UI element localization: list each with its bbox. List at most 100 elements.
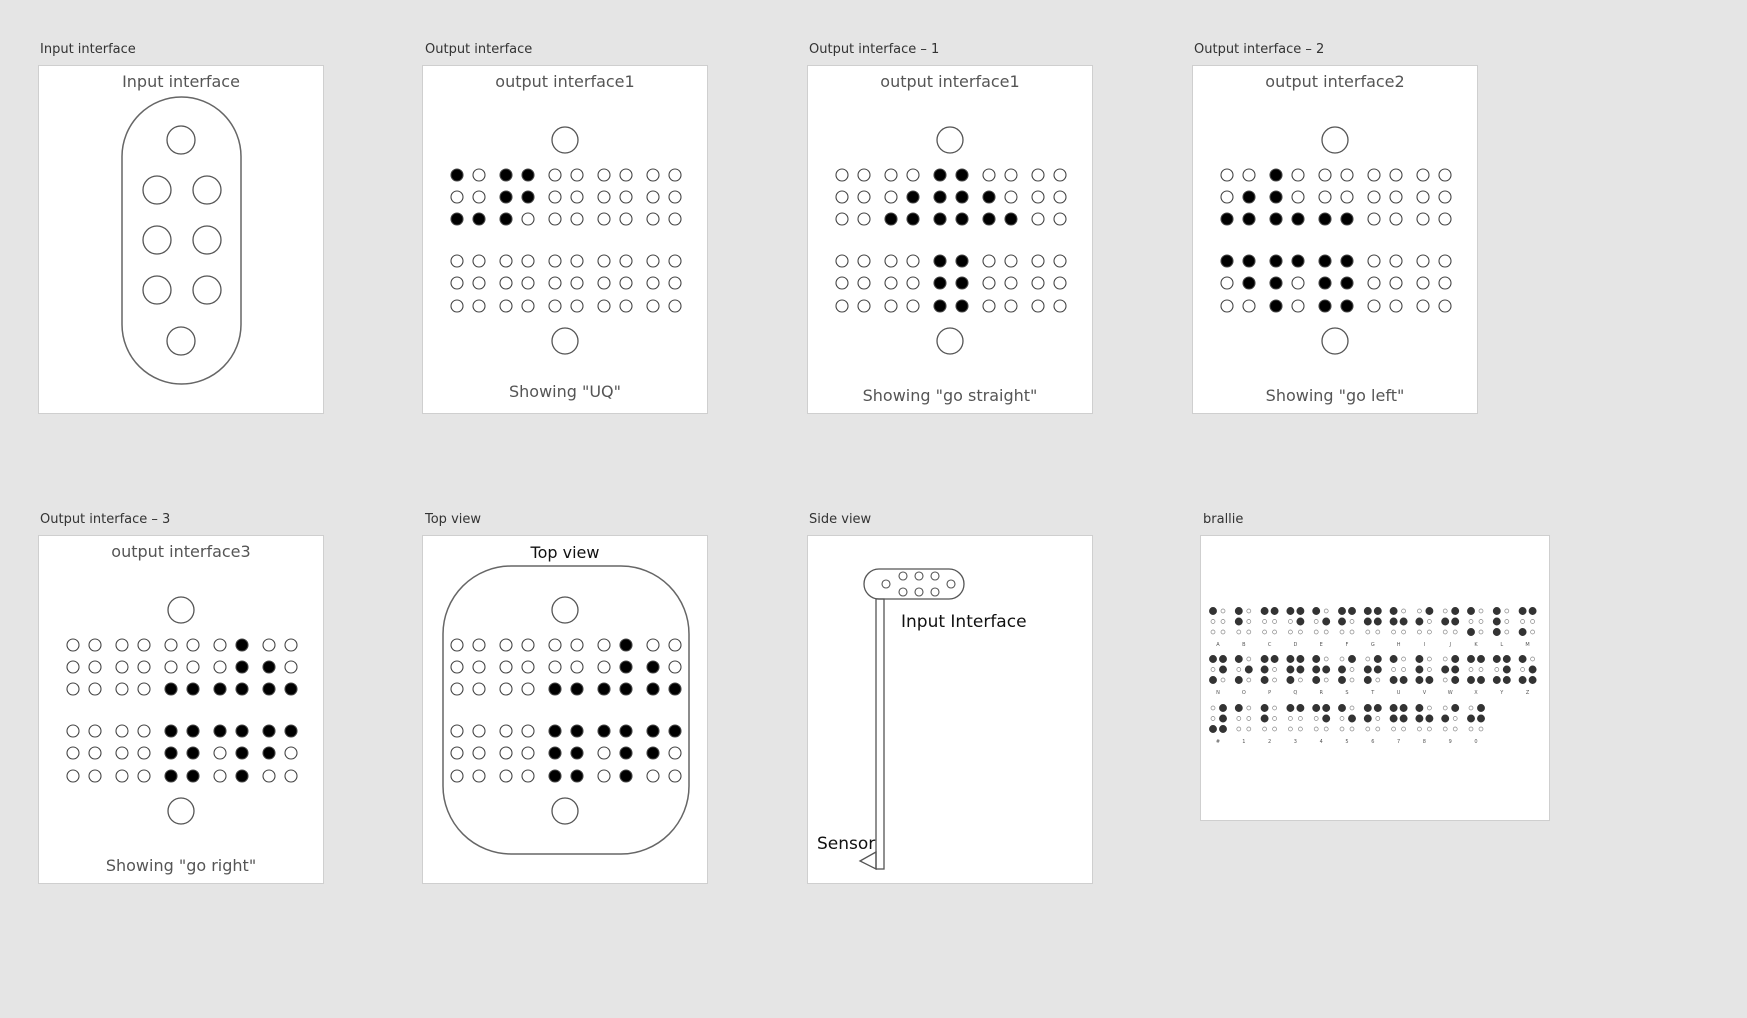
braille-dot-flat [1272,677,1277,683]
braille-dot-flat [1291,299,1305,313]
braille-dot-flat [213,746,227,760]
braille-dot-flat [1246,705,1252,711]
artboard-label-input-interface[interactable]: Input interface [40,42,136,57]
braille-dot-flat [1401,608,1406,614]
braille-dot-raised [1528,607,1537,615]
artboard-label-output-interface-3[interactable]: Output interface – 3 [40,512,171,527]
braille-dot-raised [1425,607,1434,615]
braille-dot-flat [570,660,584,674]
braille-dot-raised [955,276,969,290]
braille-dot-flat [668,299,682,313]
braille-dot-flat [646,212,660,226]
braille-dot-raised [1518,655,1527,663]
braille-dot-flat [1288,726,1293,732]
braille-dot-flat [1210,629,1216,635]
braille-dot-flat [1323,656,1329,662]
braille-dot-raised [235,724,249,738]
braille-letter-label: P [1268,690,1271,696]
artboard-label-brallie[interactable]: brallie [1203,512,1244,527]
braille-dot-flat [982,299,996,313]
braille-dot-flat [1210,705,1216,711]
artboard-side-view[interactable]: Input Interface Sensor [807,535,1093,884]
braille-dot-raised [1518,676,1527,684]
braille-dot-flat [1416,254,1430,268]
braille-dot-flat [835,212,849,226]
braille-output-grid [1220,126,1452,355]
braille-dot-flat [1349,726,1355,732]
braille-dot-raised [262,682,276,696]
braille-dot-flat [1401,726,1406,732]
braille-letter-label: F [1346,642,1349,648]
braille-dot-flat [1438,299,1452,313]
braille-dot-flat [1427,667,1432,672]
artboard-label-output-interface-1[interactable]: Output interface – 1 [809,42,940,57]
braille-letter-label: 5 [1345,739,1348,745]
braille-dot-raised [619,769,633,783]
braille-dot-flat [1478,608,1484,614]
artboard-top-view[interactable]: Top view [422,535,708,884]
braille-dot-flat [835,168,849,182]
braille-dot-flat [548,254,562,268]
braille-dot-flat [668,190,682,204]
braille-dot-raised [619,746,633,760]
braille-dot-raised [1338,676,1346,684]
braille-dot-flat [1442,677,1448,683]
braille-dot-flat [1452,716,1458,721]
braille-dot-flat [646,769,660,783]
braille-dot-raised [1242,212,1256,226]
braille-dot-flat [88,746,102,760]
braille-dot-flat [1442,726,1448,732]
braille-dot-flat [1389,212,1403,226]
artboard-label-output-interface[interactable]: Output interface [425,42,533,57]
braille-dot-raised [1286,704,1295,712]
braille-dot-raised [1502,676,1511,684]
braille-dot-flat [115,769,129,783]
braille-dot-raised [1322,665,1331,674]
braille-dot-flat [1367,254,1381,268]
braille-letter-label: H [1397,642,1401,648]
braille-dot-flat [1438,254,1452,268]
artboard-label-top-view[interactable]: Top view [425,512,482,527]
braille-dot-flat [472,638,486,652]
braille-dot-flat [1323,726,1329,732]
braille-dot-flat [1272,619,1277,624]
artboard-input-interface[interactable]: Input interface [38,65,324,414]
artboard-label-output-interface-2[interactable]: Output interface – 2 [1194,42,1325,57]
braille-dot-raised [1234,655,1243,663]
braille-letter-label: V [1423,690,1427,696]
braille-dot-flat [450,638,464,652]
artboard-output-interface[interactable]: output interface1 Showing "UQ" [422,65,708,414]
braille-dot-raised [1528,665,1537,674]
braille-dot-raised [1312,704,1321,712]
braille-dot-flat [450,276,464,290]
artboard-caption: Showing "go straight" [862,386,1038,405]
braille-dot-raised [1209,655,1217,663]
braille-dot-raised [1441,617,1450,626]
artboard-title: output interface2 [1265,72,1405,91]
braille-dot-flat [1246,608,1252,614]
braille-dot-raised [1296,704,1305,712]
artboard-output-interface-2[interactable]: output interface2 Showing "go left" [1192,65,1478,414]
braille-dot-raised [1242,254,1256,268]
braille-dot-flat [1375,726,1381,732]
artboard-output-interface-3[interactable]: output interface3 Showing "go right" [38,535,324,884]
braille-letter-label: D [1293,642,1297,648]
braille-dot-flat [619,212,633,226]
braille-output-grid [835,126,1067,355]
artboard-caption: Showing "UQ" [508,382,622,401]
bottom-button [167,797,195,825]
braille-dot-raised [1234,617,1243,626]
braille-dot-raised [1234,704,1243,712]
braille-dot-raised [1528,676,1537,684]
braille-letter-label: 0 [1474,739,1477,745]
braille-dot-flat [619,276,633,290]
artboard-label-side-view[interactable]: Side view [809,512,872,527]
braille-dot-flat [1272,726,1277,732]
artboard-output-interface-1[interactable]: output interface1 Showing "go straight" [807,65,1093,414]
braille-dot-flat [1520,667,1525,672]
input-device-drawing [121,96,242,385]
braille-dot-raised [1286,665,1295,674]
artboard-caption: Showing "go right" [105,856,257,875]
braille-dot-flat [884,254,898,268]
